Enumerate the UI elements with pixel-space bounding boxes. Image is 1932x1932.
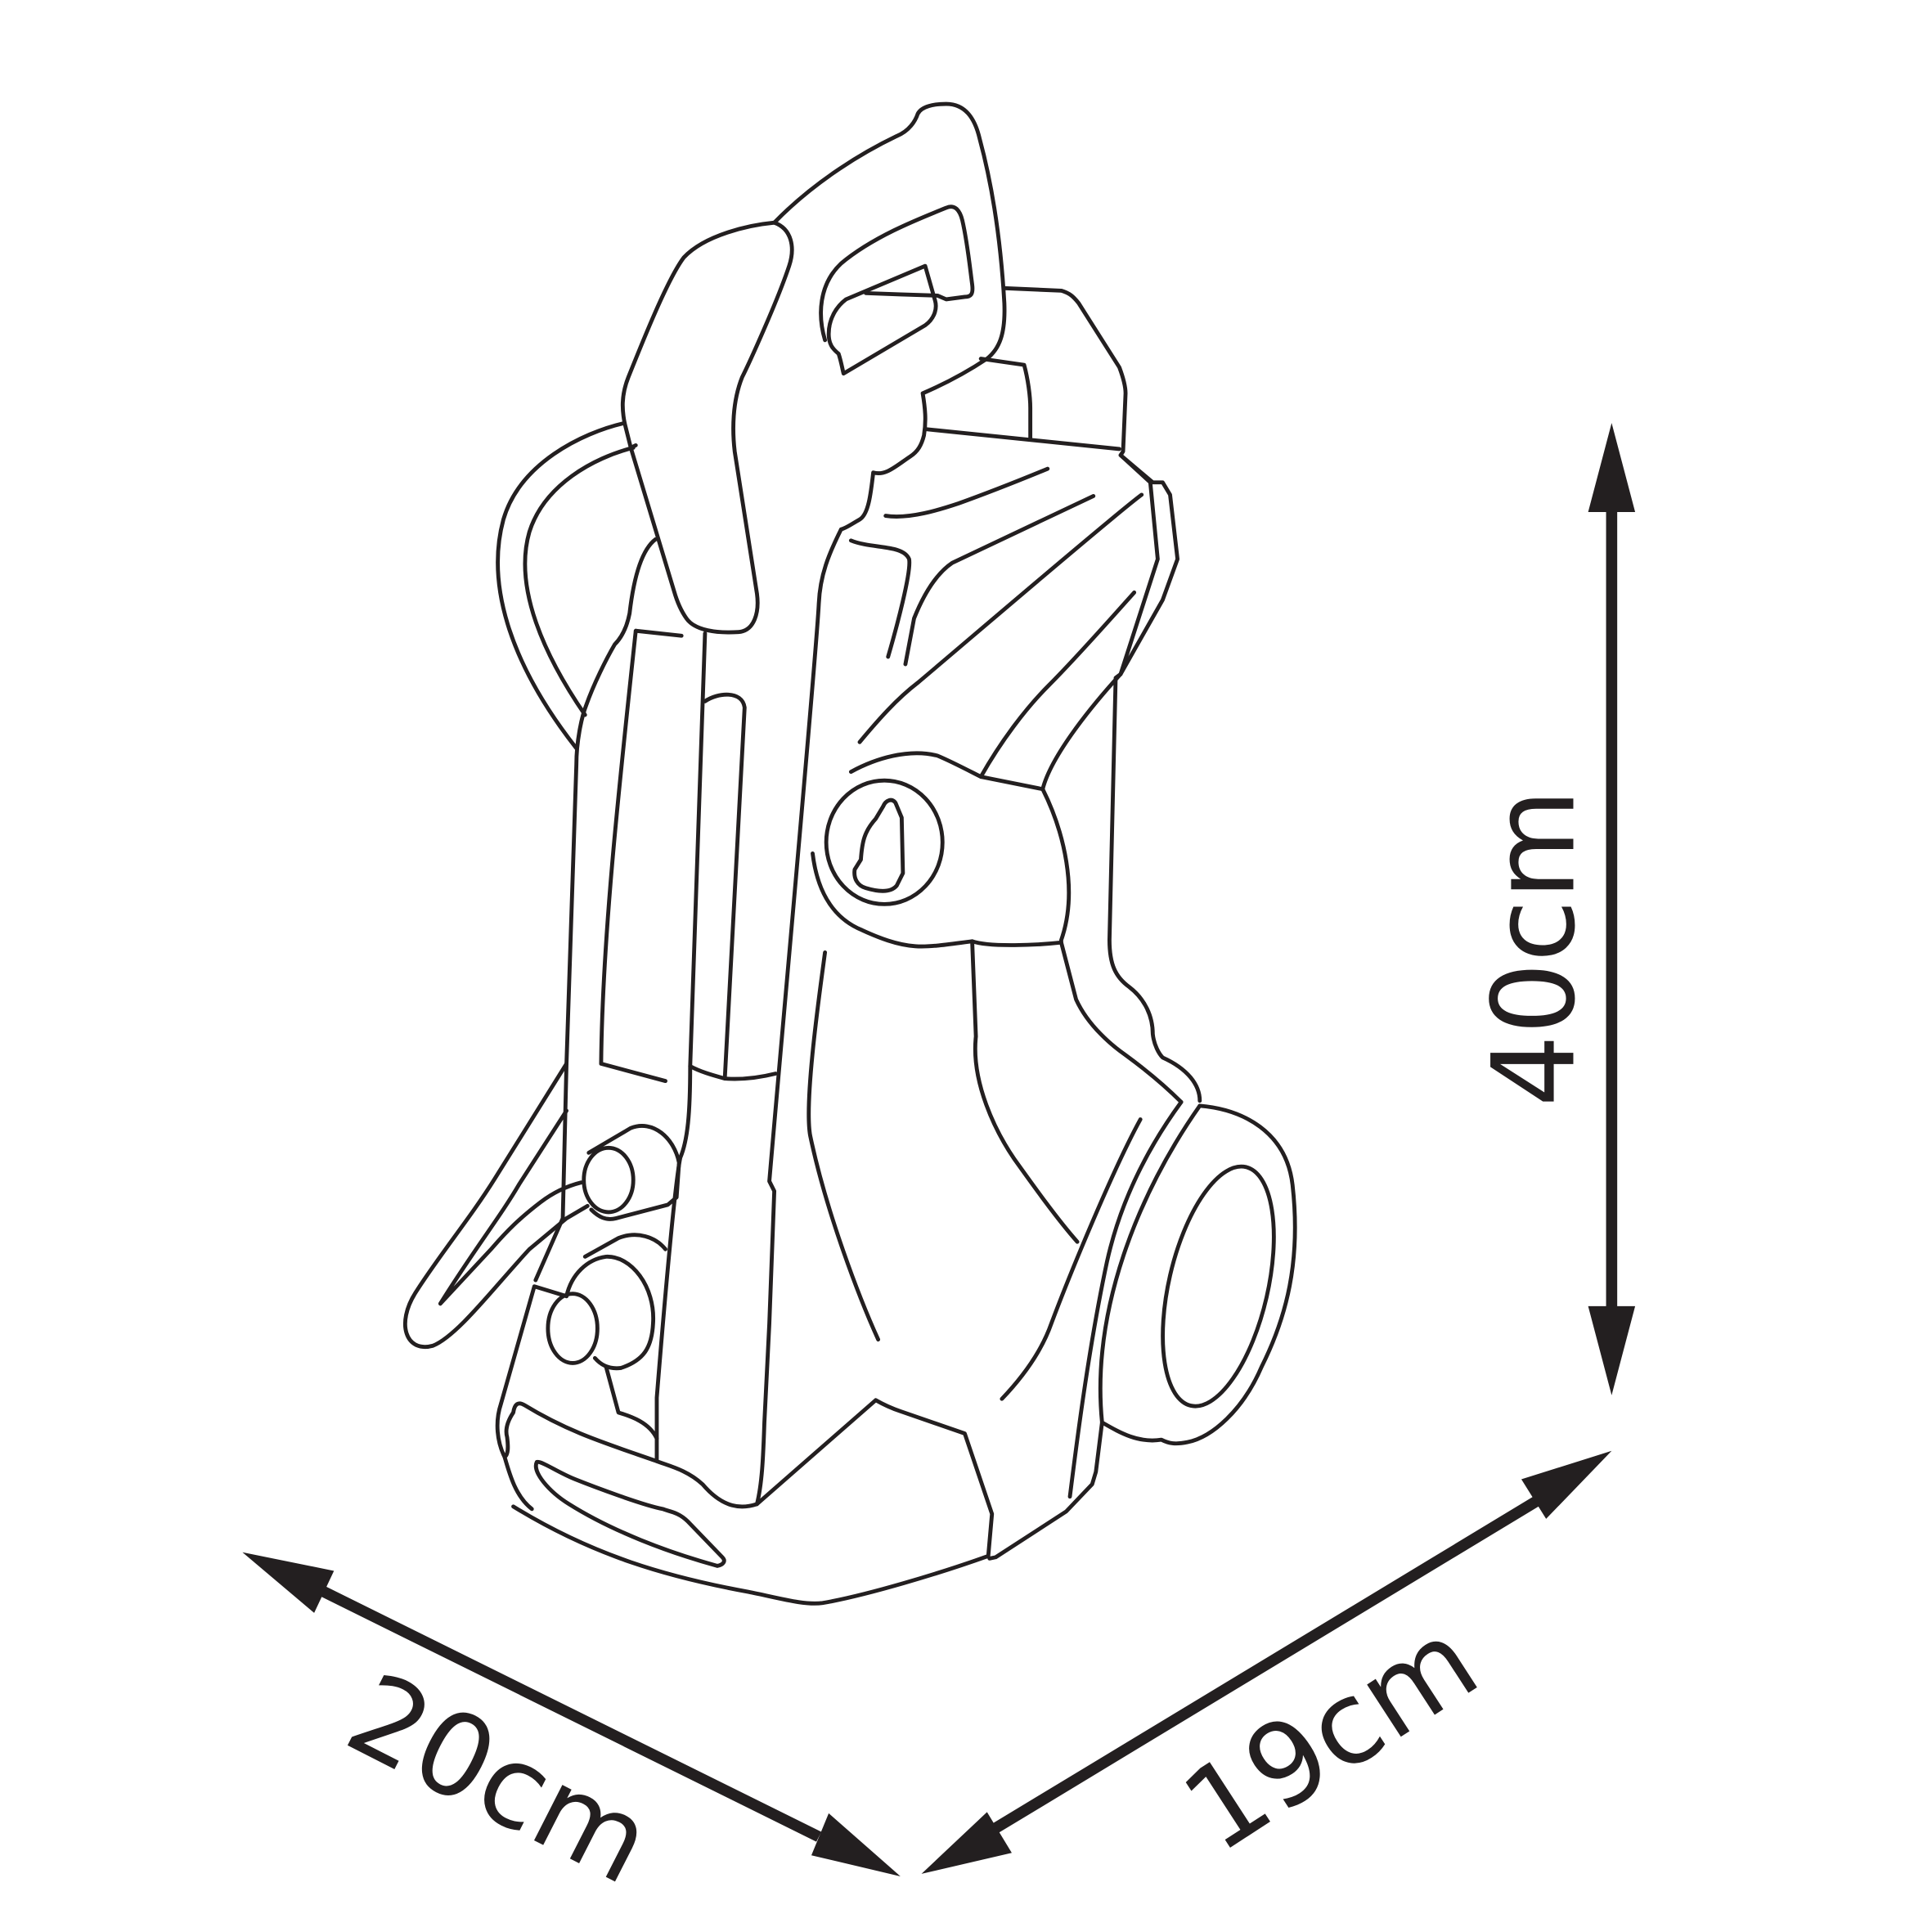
pressure-washer-drawing bbox=[402, 101, 1297, 1606]
depth-dimension-arrow: 19cm bbox=[921, 1450, 1612, 1878]
arrow-upright-icon bbox=[1521, 1450, 1612, 1519]
arrow-downright-icon bbox=[811, 1813, 901, 1876]
width-dimension-arrow: 20cm bbox=[242, 1552, 901, 1910]
depth-label: 19cm bbox=[1161, 1593, 1499, 1878]
width-label: 20cm bbox=[328, 1647, 672, 1910]
arrow-up-icon bbox=[1588, 423, 1636, 513]
height-label: 40cm bbox=[1467, 789, 1600, 1107]
arrow-down-icon bbox=[1588, 1305, 1636, 1395]
arrow-downleft-icon bbox=[921, 1812, 1012, 1874]
height-dimension-arrow: 40cm bbox=[1467, 423, 1636, 1395]
arrow-upleft-icon bbox=[242, 1552, 335, 1613]
